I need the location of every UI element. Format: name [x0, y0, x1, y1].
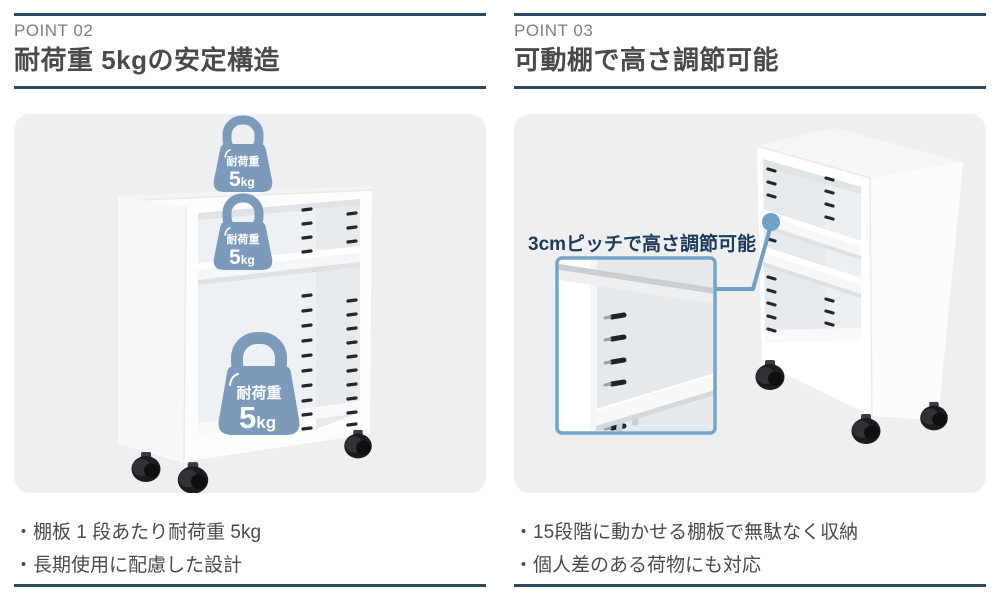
- weight-label: 耐荷重: [227, 154, 260, 168]
- section-header: POINT 03 可動棚で高さ調節可能: [514, 13, 986, 89]
- section-title: 可動棚で高さ調節可能: [514, 45, 780, 75]
- bullet-item: ・長期使用に配慮した設計: [14, 555, 243, 576]
- feature-bullets: ・15段階に動かせる棚板で無駄なく収納 ・個人差のある荷物にも対応: [514, 516, 986, 582]
- weight-value: 5: [229, 246, 241, 269]
- weight-value: 5: [239, 400, 256, 435]
- cabinet-load-illustration: 耐荷重 5kg 耐荷重 5kg 耐荷重 5kg: [14, 114, 486, 494]
- weight-label: 耐荷重: [227, 232, 260, 246]
- shelf-pin-holes-closeup: [609, 312, 627, 431]
- feature-bullets: ・棚板 1 段あたり耐荷重 5kg ・長期使用に配慮した設計: [14, 516, 486, 582]
- weight-label: 耐荷重: [236, 384, 281, 402]
- bullet-item: ・棚板 1 段あたり耐荷重 5kg: [14, 522, 262, 543]
- weight-icon-middle: 耐荷重 5kg: [213, 193, 273, 270]
- section-point-02: POINT 02 耐荷重 5kgの安定構造: [14, 13, 486, 587]
- bullet-item: ・15段階に動かせる棚板で無駄なく収納: [514, 522, 859, 543]
- shelf-pin-holes: [301, 207, 313, 431]
- shelf-pin-holes: [766, 167, 777, 333]
- weight-icon-large: 耐荷重 5kg: [218, 332, 300, 435]
- cabinet-illustration: [755, 128, 963, 444]
- weight-icon-top: 耐荷重 5kg: [213, 115, 273, 192]
- weight-unit: kg: [241, 253, 255, 267]
- section-divider: [514, 584, 986, 587]
- illustration-panel-load-capacity: 耐荷重 5kg 耐荷重 5kg 耐荷重 5kg: [14, 114, 486, 494]
- shelf-locator-dot: [762, 213, 780, 231]
- point-label: POINT 03: [514, 21, 594, 40]
- section-point-03: POINT 03 可動棚で高さ調節可能: [514, 13, 986, 587]
- section-header: POINT 02 耐荷重 5kgの安定構造: [14, 13, 486, 89]
- callout-connector-line: [714, 223, 773, 291]
- weight-unit: kg: [241, 175, 255, 189]
- svg-text:5kg: 5kg: [229, 246, 255, 269]
- shelf-pitch-callout: 3cmピッチで高さ調節可能: [528, 232, 756, 255]
- section-divider: [14, 584, 486, 587]
- section-title: 耐荷重 5kgの安定構造: [14, 45, 281, 75]
- svg-text:5kg: 5kg: [239, 400, 276, 435]
- weight-unit: kg: [256, 413, 276, 432]
- shelf-pitch-closeup-box: [555, 256, 717, 435]
- cabinet-shelf-illustration: 3cmピッチで高さ調節可能: [514, 114, 986, 493]
- point-label: POINT 02: [14, 21, 94, 40]
- bullet-item: ・個人差のある荷物にも対応: [514, 555, 762, 576]
- svg-text:5kg: 5kg: [229, 168, 255, 191]
- illustration-panel-adjustable-shelf: 3cmピッチで高さ調節可能: [514, 114, 986, 493]
- weight-value: 5: [229, 168, 241, 191]
